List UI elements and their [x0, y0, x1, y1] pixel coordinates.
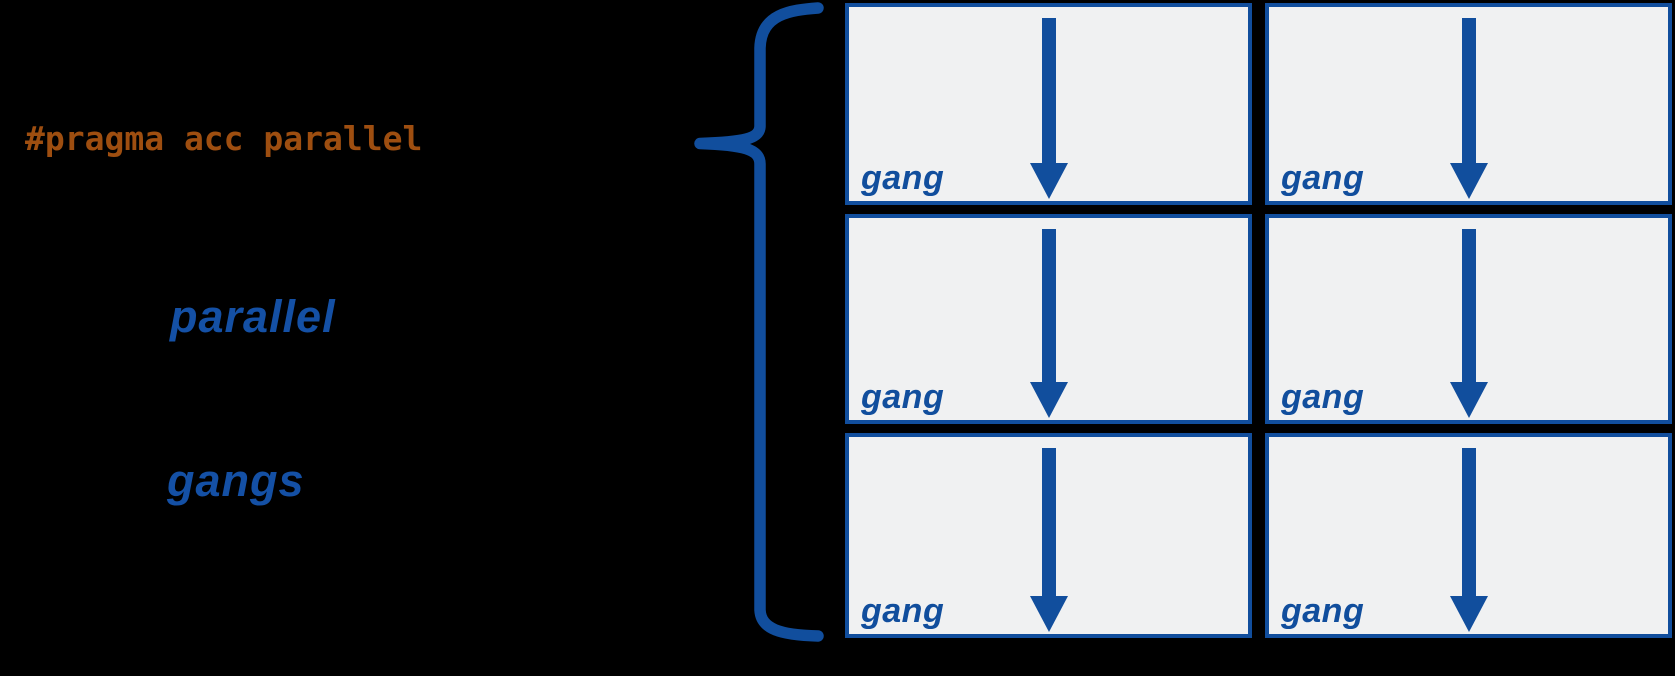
- arrow-shaft: [1461, 18, 1476, 166]
- gang-grid: gang gang gang gang: [845, 3, 1672, 638]
- gang-label: gang: [861, 591, 945, 630]
- arrow-shaft: [1461, 229, 1476, 385]
- down-arrow-icon: [1449, 18, 1488, 199]
- gang-box: gang: [1265, 214, 1672, 424]
- curly-brace-icon: [694, 2, 824, 642]
- gang-label: gang: [1281, 158, 1365, 197]
- arrow-shaft: [1041, 229, 1056, 385]
- arrow-head: [1449, 596, 1488, 632]
- keyword-parallel-label: parallel: [170, 291, 336, 342]
- gang-label: gang: [861, 377, 945, 416]
- arrow-head: [1029, 596, 1068, 632]
- down-arrow-icon: [1029, 229, 1068, 418]
- gang-box: gang: [1265, 3, 1672, 205]
- gang-box: gang: [845, 214, 1252, 424]
- arrow-head: [1449, 163, 1488, 199]
- gang-label: gang: [1281, 591, 1365, 630]
- gang-label: gang: [1281, 377, 1365, 416]
- arrow-head: [1029, 382, 1068, 418]
- gang-box: gang: [845, 433, 1252, 638]
- arrow-head: [1449, 382, 1488, 418]
- down-arrow-icon: [1449, 448, 1488, 632]
- arrow-shaft: [1461, 448, 1476, 599]
- pragma-code-text: #pragma acc parallel: [25, 119, 423, 158]
- down-arrow-icon: [1029, 448, 1068, 632]
- down-arrow-icon: [1449, 229, 1488, 418]
- arrow-head: [1029, 163, 1068, 199]
- arrow-shaft: [1041, 18, 1056, 166]
- gang-label: gang: [861, 158, 945, 197]
- keyword-gangs-label: gangs: [167, 455, 305, 506]
- gang-box: gang: [1265, 433, 1672, 638]
- down-arrow-icon: [1029, 18, 1068, 199]
- gang-box: gang: [845, 3, 1252, 205]
- arrow-shaft: [1041, 448, 1056, 599]
